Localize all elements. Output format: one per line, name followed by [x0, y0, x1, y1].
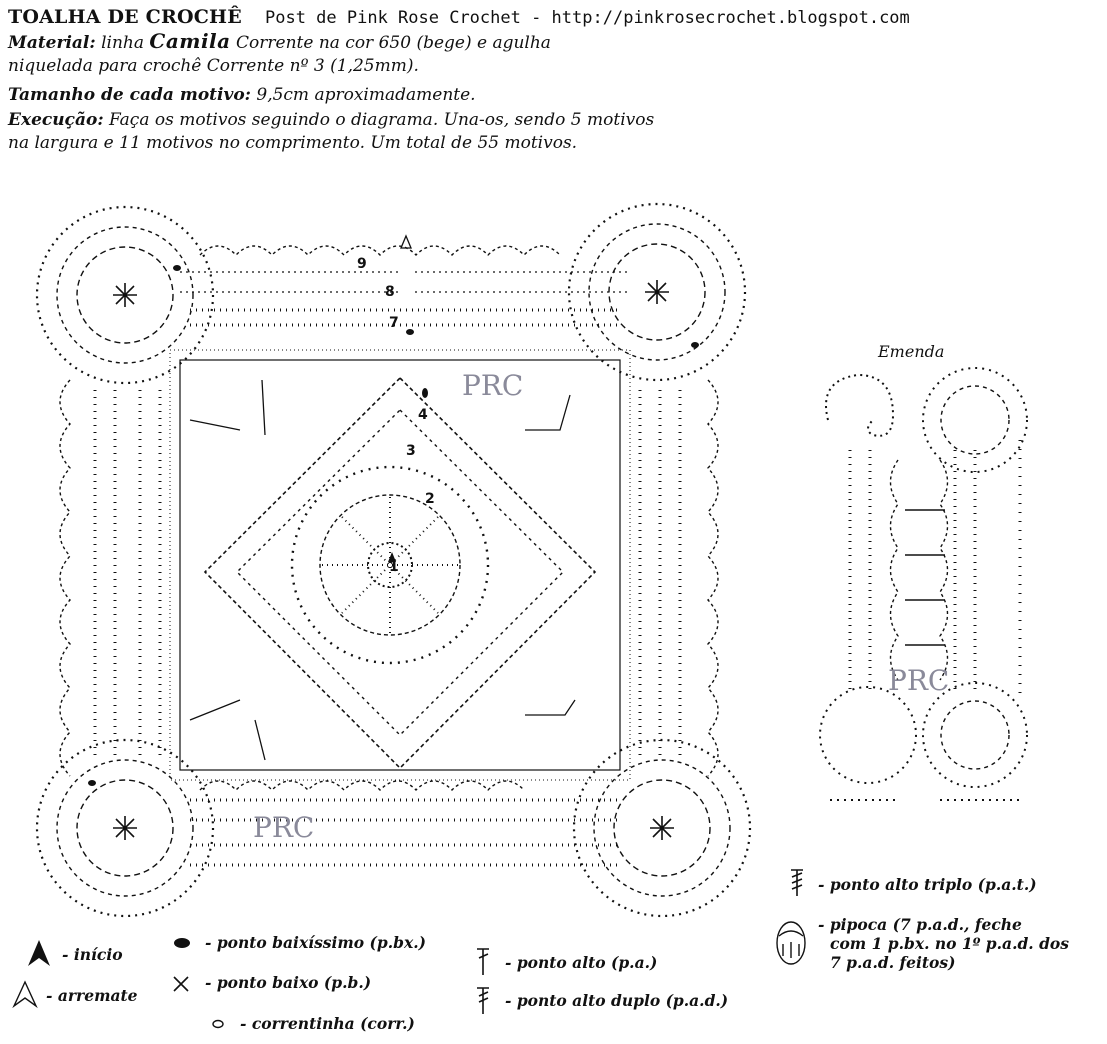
single-crochet-icon	[174, 977, 188, 991]
legend-start: - início	[62, 945, 123, 964]
treble-icon	[477, 988, 489, 1014]
legend-finish: - arremate	[46, 986, 138, 1005]
popcorn-icon	[777, 922, 805, 964]
connecting-lines	[190, 380, 575, 760]
legend-popcorn-2: com 1 p.bx. no 1º p.a.d. dos	[830, 934, 1069, 953]
frame-stitch-rows	[95, 272, 680, 865]
finish-marker	[401, 236, 411, 248]
start-icon	[28, 940, 50, 966]
legend-treble: - ponto alto duplo (p.a.d.)	[505, 991, 728, 1010]
legend-single-crochet: - ponto baixo (p.b.)	[205, 973, 371, 992]
central-diamond	[205, 378, 595, 768]
slip-stitch-icon	[174, 938, 190, 948]
legend-slip-stitch: - ponto baixíssimo (p.bx.)	[205, 933, 426, 952]
legend-triple-treble: - ponto alto triplo (p.a.t.)	[818, 875, 1037, 894]
finish-icon	[14, 982, 36, 1006]
joining-diagram	[820, 368, 1027, 800]
chain-icon	[213, 1021, 223, 1028]
triple-treble-icon	[791, 870, 803, 896]
round-number-7: 7	[389, 315, 399, 331]
round-number-2: 2	[425, 491, 435, 507]
legend-double-crochet: - ponto alto (p.a.)	[505, 953, 657, 972]
round-number-9: 9	[357, 256, 367, 272]
double-crochet-icon	[477, 949, 489, 975]
watermark-joining: PRC	[888, 664, 949, 697]
watermark-bottom: PRC	[253, 811, 314, 844]
watermark-top: PRC	[462, 369, 523, 402]
round-number-4: 4	[418, 407, 428, 423]
joining-title: Emenda	[877, 342, 944, 361]
legend-popcorn-3: 7 p.a.d. feitos)	[830, 953, 955, 972]
main-motif	[37, 204, 1027, 916]
round-number-1: 1	[389, 559, 399, 575]
legend-chain: - correntinha (corr.)	[240, 1014, 415, 1033]
legend-popcorn-1: - pipoca (7 p.a.d., feche	[818, 915, 1022, 934]
round-number-3: 3	[406, 443, 416, 459]
round-number-8: 8	[385, 284, 395, 300]
